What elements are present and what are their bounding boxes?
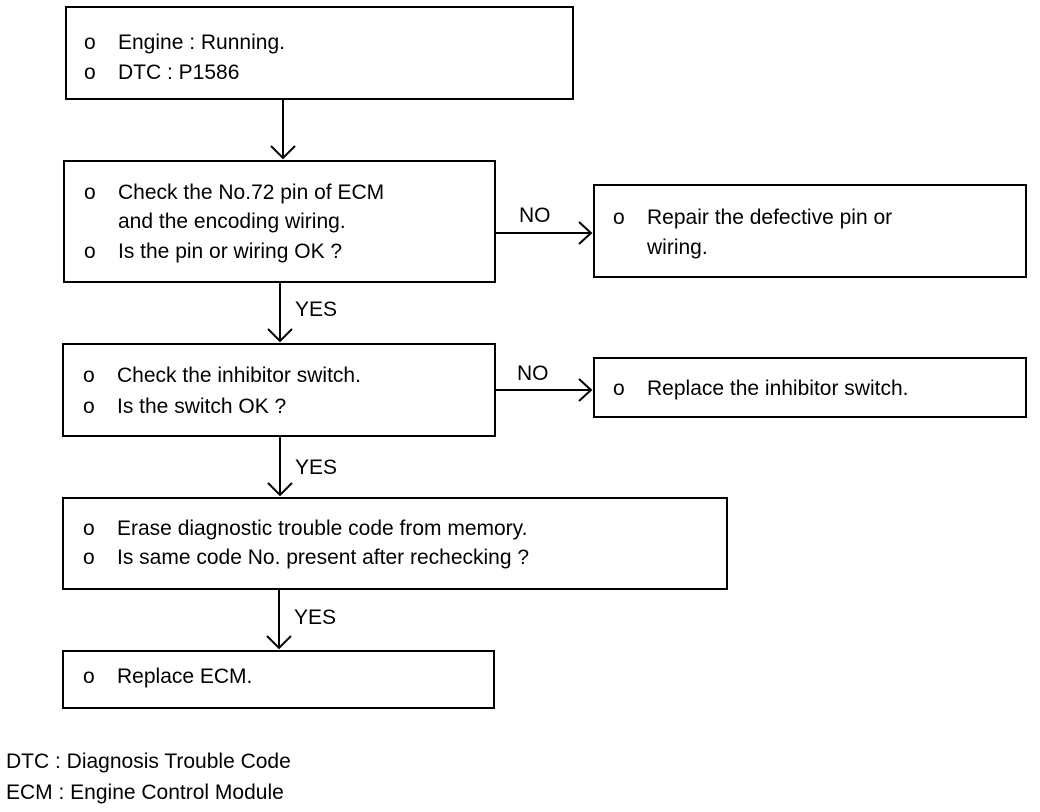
- arrow-n2-to-n3: [267, 283, 293, 343]
- node-text: Engine : Running.: [118, 31, 285, 54]
- legend-ecm: ECM : Engine Control Module: [6, 781, 284, 804]
- node-erase-dtc: o Erase diagnostic trouble code from mem…: [62, 497, 728, 590]
- edge-label-yes: YES: [294, 606, 337, 629]
- arrow-n3-to-n4: [267, 437, 293, 497]
- node-text-continuation: and the encoding wiring.: [118, 207, 346, 237]
- node-text: and the encoding wiring.: [118, 210, 346, 233]
- node-text: Check the No.72 pin of ECM: [118, 181, 385, 204]
- node-check-inhibitor: o Check the inhibitor switch. o Is the s…: [62, 343, 496, 437]
- bullet-marker: o: [83, 395, 95, 418]
- edge-label-no: NO: [519, 204, 551, 227]
- bullet-marker: o: [83, 364, 95, 387]
- bullet-marker: o: [84, 61, 96, 84]
- bullet-marker: o: [83, 517, 95, 540]
- arrow-n2-to-n2r: [495, 221, 593, 245]
- node-text: wiring.: [647, 236, 708, 259]
- edge-label-yes: YES: [295, 298, 338, 321]
- node-text-continuation: wiring.: [647, 233, 708, 263]
- bullet-marker: o: [84, 31, 96, 54]
- bullet-marker: o: [83, 546, 95, 569]
- node-text: DTC : P1586: [118, 61, 240, 84]
- arrow-n1-to-n2: [270, 100, 296, 160]
- bullet-marker: o: [613, 206, 625, 229]
- node-repair-pin: o Repair the defective pin or wiring.: [593, 184, 1027, 278]
- bullet-marker: o: [613, 377, 625, 400]
- edge-label-no: NO: [517, 362, 549, 385]
- node-text: Is the switch OK ?: [117, 395, 287, 418]
- node-text: Erase diagnostic trouble code from memor…: [117, 517, 528, 540]
- bullet-marker: o: [84, 181, 96, 204]
- node-text: Replace the inhibitor switch.: [647, 377, 909, 400]
- node-text: Repair the defective pin or: [647, 206, 893, 229]
- node-replace-ecm: o Replace ECM.: [62, 650, 495, 709]
- legend-dtc: DTC : Diagnosis Trouble Code: [6, 750, 291, 773]
- node-text: Is the pin or wiring OK ?: [118, 240, 343, 263]
- bullet-marker: o: [83, 665, 95, 688]
- arrow-n4-to-n5: [266, 590, 292, 650]
- arrow-n3-to-n3r: [495, 378, 593, 402]
- edge-label-yes: YES: [295, 456, 338, 479]
- node-text: Is same code No. present after recheckin…: [117, 546, 530, 569]
- node-check-pin-72: o Check the No.72 pin of ECM and the enc…: [63, 160, 496, 283]
- node-replace-inhibitor: o Replace the inhibitor switch.: [593, 357, 1027, 418]
- bullet-marker: o: [84, 240, 96, 263]
- node-engine-running: o Engine : Running. o DTC : P1586: [65, 6, 574, 100]
- node-text: Check the inhibitor switch.: [117, 364, 361, 387]
- node-text: Replace ECM.: [117, 665, 253, 688]
